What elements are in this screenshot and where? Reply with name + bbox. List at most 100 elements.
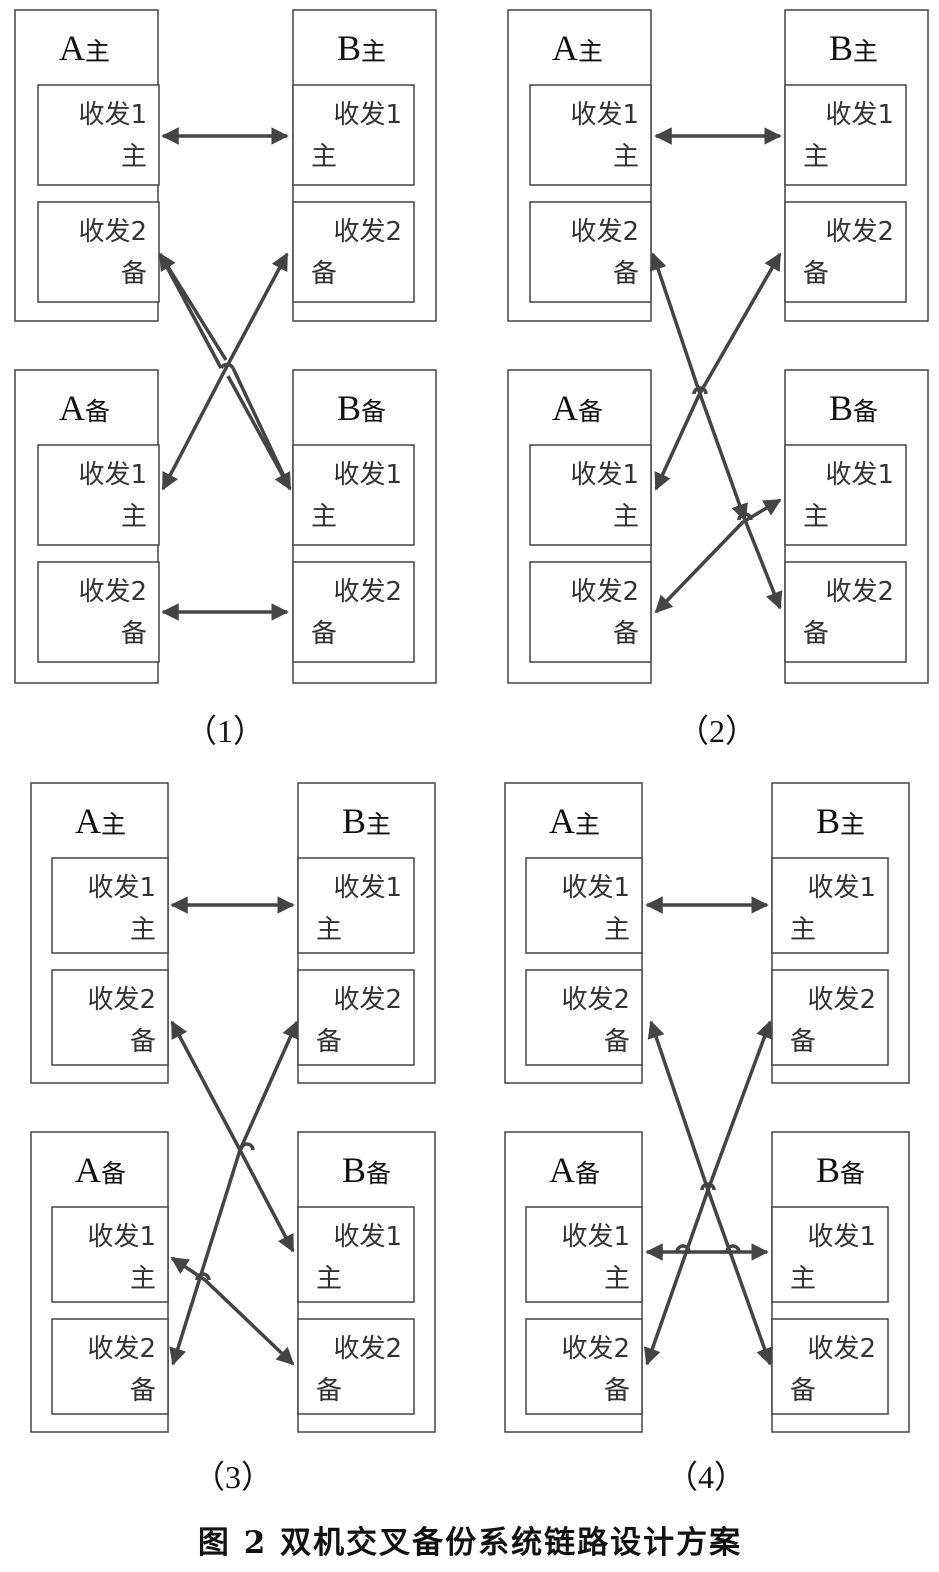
machine-suffix: 主 [853,37,878,66]
module-role: 主 [613,142,639,172]
module-role: 主 [130,1264,156,1294]
module-role: 主 [604,915,630,945]
machine-letter: A [549,801,575,841]
module-role: 主 [121,142,147,172]
machine-suffix: 备 [853,397,878,426]
link-p4-arrow-abak2 [643,1189,710,1366]
module-role: 备 [316,1027,342,1057]
module-name: 收发2 [78,217,147,247]
module-name: 收发2 [333,1334,402,1364]
link-p3-arrow-bbak1 [238,1149,295,1253]
module-role: 主 [121,502,147,532]
module-trx2: 收发2 备 [37,201,160,303]
link-p1-arrow-a [158,252,228,361]
module-role: 备 [803,259,829,289]
machine-suffix: 备 [101,1159,126,1188]
module-role: 主 [803,502,829,532]
link-p4-arrow-amain2 [647,1020,710,1191]
link-p4-hop-mid [675,1244,741,1254]
machine-letter: A [549,1150,575,1190]
link-p1-arrow-b [226,375,292,491]
machine-letter: A [75,801,101,841]
link-p4-arrow-bbak2 [706,1189,773,1366]
module-role: 主 [130,915,156,945]
svg-text:B备: B备 [829,388,878,428]
machine-suffix: 备 [366,1159,391,1188]
module-name: 收发1 [78,100,147,130]
module-name: 收发2 [333,985,402,1015]
module-role: 主 [316,915,342,945]
machine-letter: A [75,1150,101,1190]
module-name: 收发1 [570,100,639,130]
machine-suffix: 主 [361,37,386,66]
module-name: 收发2 [807,1334,876,1364]
module-role: 备 [790,1376,816,1406]
module-role: 备 [613,259,639,289]
link-p2-hop-2 [737,512,753,521]
module-name: 收发2 [561,1334,630,1364]
machine-letter: B [342,1150,366,1190]
module-role: 备 [311,259,337,289]
module-name: 收发2 [561,985,630,1015]
machine-letter: B [342,801,366,841]
link-p2-arrow-amain2 [649,252,702,395]
link-p3-hop-2 [195,1272,211,1281]
module-role: 备 [130,1376,156,1406]
machine-suffix: 主 [840,810,865,839]
module-role: 备 [121,259,147,289]
machine-letter: A [552,388,578,428]
module-role: 主 [803,142,829,172]
machine-suffix: 备 [578,397,603,426]
link-p3-arrow-bmain2 [238,1020,299,1151]
svg-text:B主: B主 [816,801,865,841]
module-name: 收发1 [87,873,156,903]
machine-letter: B [829,28,853,68]
link-p3-hop-1 [239,1142,255,1151]
module-name: 收发1 [807,873,876,903]
machine-letter: B [337,388,361,428]
link-p2-arrow-abak2 [654,520,745,614]
module-name: 收发2 [333,577,402,607]
link-p2-arrow-bmain2 [697,252,782,396]
module-role: 主 [604,1264,630,1294]
module-trx1: 收发1 主 [525,1206,643,1303]
module-role: 备 [604,1376,630,1406]
module-role: 备 [613,619,639,649]
module-role: 备 [803,619,829,649]
machine-letter: A [552,28,578,68]
machine-suffix: 主 [575,810,600,839]
module-trx1: 收发1 主 [51,857,169,954]
module-name: 收发1 [333,1222,402,1252]
module-role: 备 [604,1027,630,1057]
module-name: 收发1 [78,460,147,490]
svg-text:B主: B主 [829,28,878,68]
svg-text:A主: A主 [75,801,126,841]
module-role: 主 [613,502,639,532]
module-name: 收发2 [807,985,876,1015]
module-name: 收发1 [561,1222,630,1252]
machine-letter: B [829,388,853,428]
link-p2-arrow-abak1 [654,394,701,491]
module-name: 收发1 [333,100,402,130]
module-name: 收发2 [825,217,894,247]
link-p4-arrow-bmain2 [706,1020,773,1191]
link-p2-hop-1 [692,386,708,395]
module-role: 备 [130,1027,156,1057]
